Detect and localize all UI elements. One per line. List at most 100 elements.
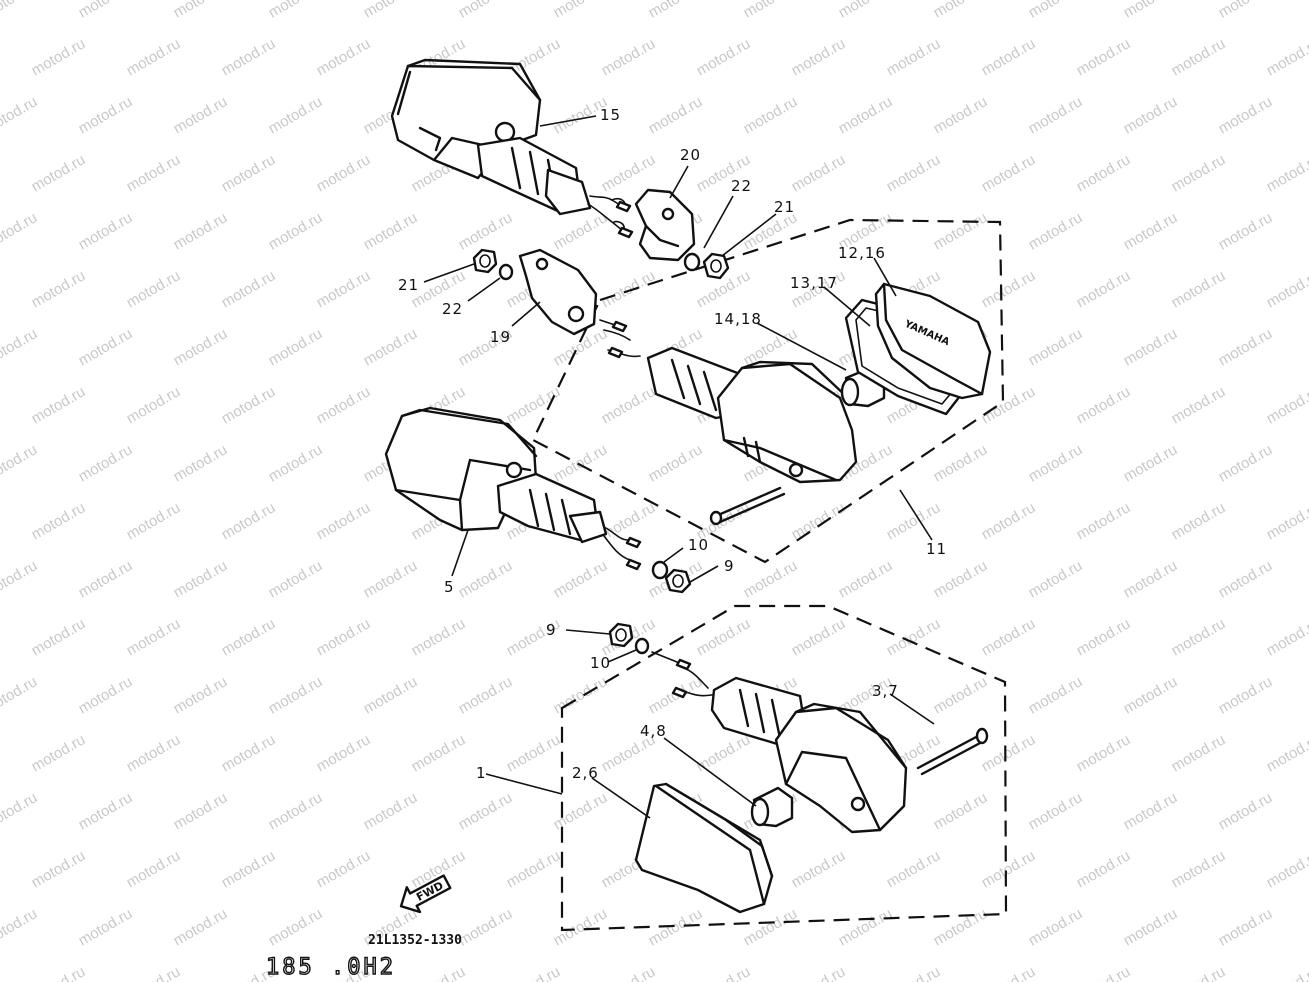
washer-10-lower [634,637,650,655]
watermark-text: motod.ru [76,557,136,601]
watermark-text: motod.ru [219,615,279,659]
watermark-text: motod.ru [124,499,184,543]
watermark-text: motod.ru [0,93,40,137]
watermark-text: motod.ru [76,905,136,949]
watermark-text: motod.ru [29,847,89,891]
watermark-text: motod.ru [979,499,1039,543]
watermark-text: motod.ru [504,963,564,982]
watermark-text: motod.ru [599,151,659,195]
watermark-text: motod.ru [1026,905,1086,949]
watermark-text: motod.ru [29,151,89,195]
watermark-text: motod.ru [1026,557,1086,601]
watermark-text: motod.ru [551,905,611,949]
watermark-text: motod.ru [266,325,326,369]
callouts: 15 20 22 21 12,16 13,17 14,18 21 22 19 5… [398,106,947,782]
watermark-text: motod.ru [1216,0,1276,21]
callout-10-lower: 10 [590,654,611,672]
callout-13-17: 13,17 [790,274,838,292]
watermark-text: motod.ru [504,731,564,775]
watermark-text: motod.ru [171,0,231,21]
watermark-text: motod.ru [219,731,279,775]
watermark-text: motod.ru [884,35,944,79]
watermark-text: motod.ru [124,383,184,427]
callout-21-upper: 21 [774,198,795,216]
watermark-text: motod.ru [599,963,659,982]
watermark-text: motod.ru [1121,905,1181,949]
watermark-text: motod.ru [1216,93,1276,137]
watermark-text: motod.ru [219,151,279,195]
watermark-text: motod.ru [884,963,944,982]
watermark-text: motod.ru [219,35,279,79]
watermark-text: motod.ru [1216,673,1276,717]
watermark-text: motod.ru [789,615,849,659]
watermark-text: motod.ru [646,905,706,949]
watermark-text: motod.ru [504,847,564,891]
callout-3-7: 3,7 [872,682,899,700]
callout-12-16: 12,16 [838,244,886,262]
callout-5: 5 [444,578,455,596]
watermark-text: motod.ru [0,0,40,21]
watermark-text: motod.ru [76,325,136,369]
watermark-text: motod.ru [456,673,516,717]
watermark-text: motod.ru [741,0,801,21]
callout-1: 1 [476,764,487,782]
watermark-text: motod.ru [1169,151,1229,195]
watermark-text: motod.ru [931,441,991,485]
watermark-text: motod.ru [361,325,421,369]
callout-11: 11 [926,540,947,558]
watermark-text: motod.ru [314,267,374,311]
turn-signal-11 [599,319,858,484]
watermark-text: motod.ru [124,731,184,775]
screw-3-7 [916,727,989,776]
watermark-text: motod.ru [1169,731,1229,775]
watermark-text: motod.ru [171,209,231,253]
watermark-text: motod.ru [124,35,184,79]
watermark-text: motod.ru [1121,557,1181,601]
watermark-text: motod.ru [266,557,326,601]
watermark-text: motod.ru [1121,209,1181,253]
watermark-text: motod.ru [789,35,849,79]
watermark-text: motod.ru [1169,383,1229,427]
watermark-text: motod.ru [314,383,374,427]
watermark-text: motod.ru [1074,35,1134,79]
watermark-text: motod.ru [1216,209,1276,253]
watermark-text: motod.ru [599,267,659,311]
watermark-text: motod.ru [1121,441,1181,485]
turn-signal-15 [390,58,634,239]
callout-2-6: 2,6 [572,764,599,782]
watermark-text: motod.ru [551,789,611,833]
watermark-text: motod.ru [1216,557,1276,601]
watermark-text: motod.ru [361,0,421,21]
watermark-text: motod.ru [1264,35,1309,79]
watermark-text: motod.ru [1026,441,1086,485]
watermark-text: motod.ru [599,383,659,427]
watermark-text: motod.ru [0,673,40,717]
watermark-text: motod.ru [931,789,991,833]
watermark-text: motod.ru [124,615,184,659]
part-code: 21L1352-1330 [368,933,462,948]
watermark-text: motod.ru [979,267,1039,311]
watermark-text: motod.ru [1264,383,1309,427]
watermark-text: motod.ru [76,789,136,833]
watermark-text: motod.ru [456,0,516,21]
callout-4-8: 4,8 [640,722,667,740]
watermark-text: motod.ru [931,673,991,717]
watermark-text: motod.ru [29,615,89,659]
watermark-text: motod.ru [1169,499,1229,543]
callout-19: 19 [490,328,511,346]
callout-10-middle: 10 [688,536,709,554]
watermark-text: motod.ru [741,93,801,137]
watermark-text: motod.ru [0,325,40,369]
watermark-text: motod.ru [1216,905,1276,949]
watermark-text: motod.ru [599,35,659,79]
watermark-text: motod.ru [1026,93,1086,137]
watermark-text: motod.ru [361,209,421,253]
watermark-text: motod.ru [551,441,611,485]
watermark-text: motod.ru [1026,325,1086,369]
watermark-text: motod.ru [314,615,374,659]
watermark-text: motod.ru [789,963,849,982]
watermark-text: motod.ru [219,847,279,891]
watermark-text: motod.ru [0,557,40,601]
watermark-text: motod.ru [456,209,516,253]
watermark-text: motod.ru [1264,963,1309,982]
